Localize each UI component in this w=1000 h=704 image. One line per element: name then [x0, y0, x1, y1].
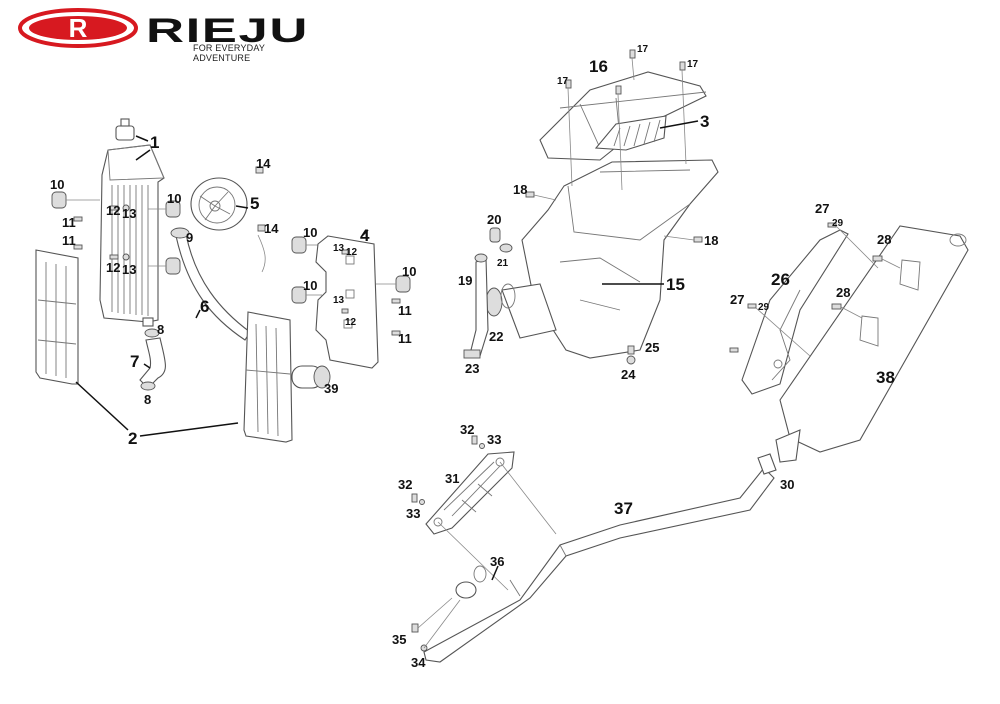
label-30: 30 — [780, 477, 794, 492]
label-2: 2 — [128, 429, 137, 448]
label-1: 1 — [150, 133, 159, 152]
radiator-hose-lower[interactable] — [139, 337, 166, 389]
label-28a: 28 — [877, 232, 891, 247]
label-32b: 32 — [398, 477, 412, 492]
label-17a: 17 — [557, 76, 569, 87]
radiator-hose-upper[interactable] — [175, 233, 251, 341]
label-27b: 27 — [730, 292, 744, 307]
label-10d: 10 — [402, 264, 416, 279]
label-21: 21 — [497, 258, 509, 269]
radiator-bracket[interactable] — [315, 235, 379, 369]
label-28b: 28 — [836, 285, 850, 300]
cooling-fan[interactable] — [190, 177, 266, 273]
label-11c: 11 — [398, 303, 412, 318]
label-13d: 13 — [333, 295, 345, 306]
header-heat-shield[interactable] — [425, 451, 515, 535]
label-33b: 33 — [406, 506, 420, 521]
airbox-cover[interactable] — [539, 71, 707, 161]
leader-lines — [75, 120, 699, 581]
label-17c: 17 — [687, 59, 699, 70]
label-39: 39 — [324, 381, 338, 396]
label-12c: 12 — [346, 247, 358, 258]
radiator-cap[interactable] — [115, 125, 135, 141]
label-31: 31 — [445, 471, 459, 486]
label-7: 7 — [130, 352, 139, 371]
label-16: 16 — [589, 57, 608, 76]
part-labels: 1 2 3 4 5 6 7 8 8 9 10 10 10 10 10 11 11… — [50, 44, 895, 670]
hose-clip — [463, 349, 481, 359]
label-37: 37 — [614, 499, 633, 518]
label-5: 5 — [250, 194, 259, 213]
t-connector — [489, 227, 513, 253]
airbox-bolts — [525, 49, 703, 243]
label-22: 22 — [489, 329, 503, 344]
label-3: 3 — [700, 112, 709, 131]
label-10c: 10 — [303, 225, 317, 240]
label-4: 4 — [360, 226, 370, 245]
hose-clamp — [170, 227, 190, 239]
label-10e: 10 — [303, 278, 317, 293]
label-29a: 29 — [832, 218, 844, 229]
brand-tagline: FOR EVERYDAY ADVENTURE — [193, 43, 265, 63]
label-17b: 17 — [637, 44, 649, 55]
label-13c: 13 — [333, 243, 345, 254]
radiator-guard-left[interactable] — [35, 249, 79, 385]
silencer[interactable] — [775, 225, 969, 463]
label-11d: 11 — [398, 331, 412, 346]
label-13b: 13 — [122, 262, 136, 277]
header-pipe[interactable] — [423, 467, 775, 663]
label-19: 19 — [458, 273, 472, 288]
label-23: 23 — [465, 361, 479, 376]
label-13a: 13 — [122, 206, 136, 221]
label-24: 24 — [621, 367, 636, 382]
label-14a: 14 — [256, 156, 271, 171]
label-34: 34 — [411, 655, 426, 670]
label-26: 26 — [771, 270, 790, 289]
label-14b: 14 — [264, 221, 279, 236]
label-25: 25 — [645, 340, 659, 355]
radiator-bolts — [73, 166, 401, 336]
brand-wordmark: RIEJU — [146, 12, 309, 50]
label-18b: 18 — [704, 233, 718, 248]
grommets — [51, 191, 411, 304]
label-35: 35 — [392, 632, 406, 647]
exhaust-clamp — [757, 453, 777, 475]
label-36: 36 — [490, 554, 504, 569]
exhaust-bolts — [729, 222, 883, 353]
rieju-emblem-icon: R — [18, 8, 138, 48]
radiator-outlet — [142, 317, 154, 327]
cap-nipple — [120, 118, 130, 127]
label-12b: 12 — [106, 260, 120, 275]
label-10a: 10 — [50, 177, 64, 192]
radiator-guard-right[interactable] — [243, 311, 293, 443]
label-8a: 8 — [157, 322, 164, 337]
label-10b: 10 — [167, 191, 181, 206]
breather-hose[interactable] — [469, 257, 489, 357]
label-29b: 29 — [758, 302, 770, 313]
hose-connector[interactable] — [291, 365, 331, 389]
airbox-body[interactable] — [521, 159, 719, 359]
label-6: 6 — [200, 297, 209, 316]
label-11b: 11 — [62, 233, 76, 248]
label-18a: 18 — [513, 182, 527, 197]
label-12d: 12 — [345, 317, 357, 328]
label-9: 9 — [186, 230, 193, 245]
label-38: 38 — [876, 368, 895, 387]
label-8b: 8 — [144, 392, 151, 407]
label-32a: 32 — [460, 422, 474, 437]
silencer-heat-shield[interactable] — [741, 229, 849, 395]
radiator-assembly — [99, 118, 165, 327]
label-11a: 11 — [62, 215, 76, 230]
label-20: 20 — [487, 212, 501, 227]
shield-bolts — [411, 435, 485, 652]
exhaust-gasket — [455, 565, 487, 599]
rieju-logo: R RIEJU FOR EVERYDAY ADVENTURE — [18, 8, 318, 63]
label-27a: 27 — [815, 201, 829, 216]
label-33a: 33 — [487, 432, 501, 447]
emblem-letter: R — [69, 13, 88, 43]
drain-plug — [627, 345, 635, 355]
intake-boot[interactable] — [485, 283, 557, 339]
label-15: 15 — [666, 275, 685, 294]
label-12a: 12 — [106, 203, 120, 218]
